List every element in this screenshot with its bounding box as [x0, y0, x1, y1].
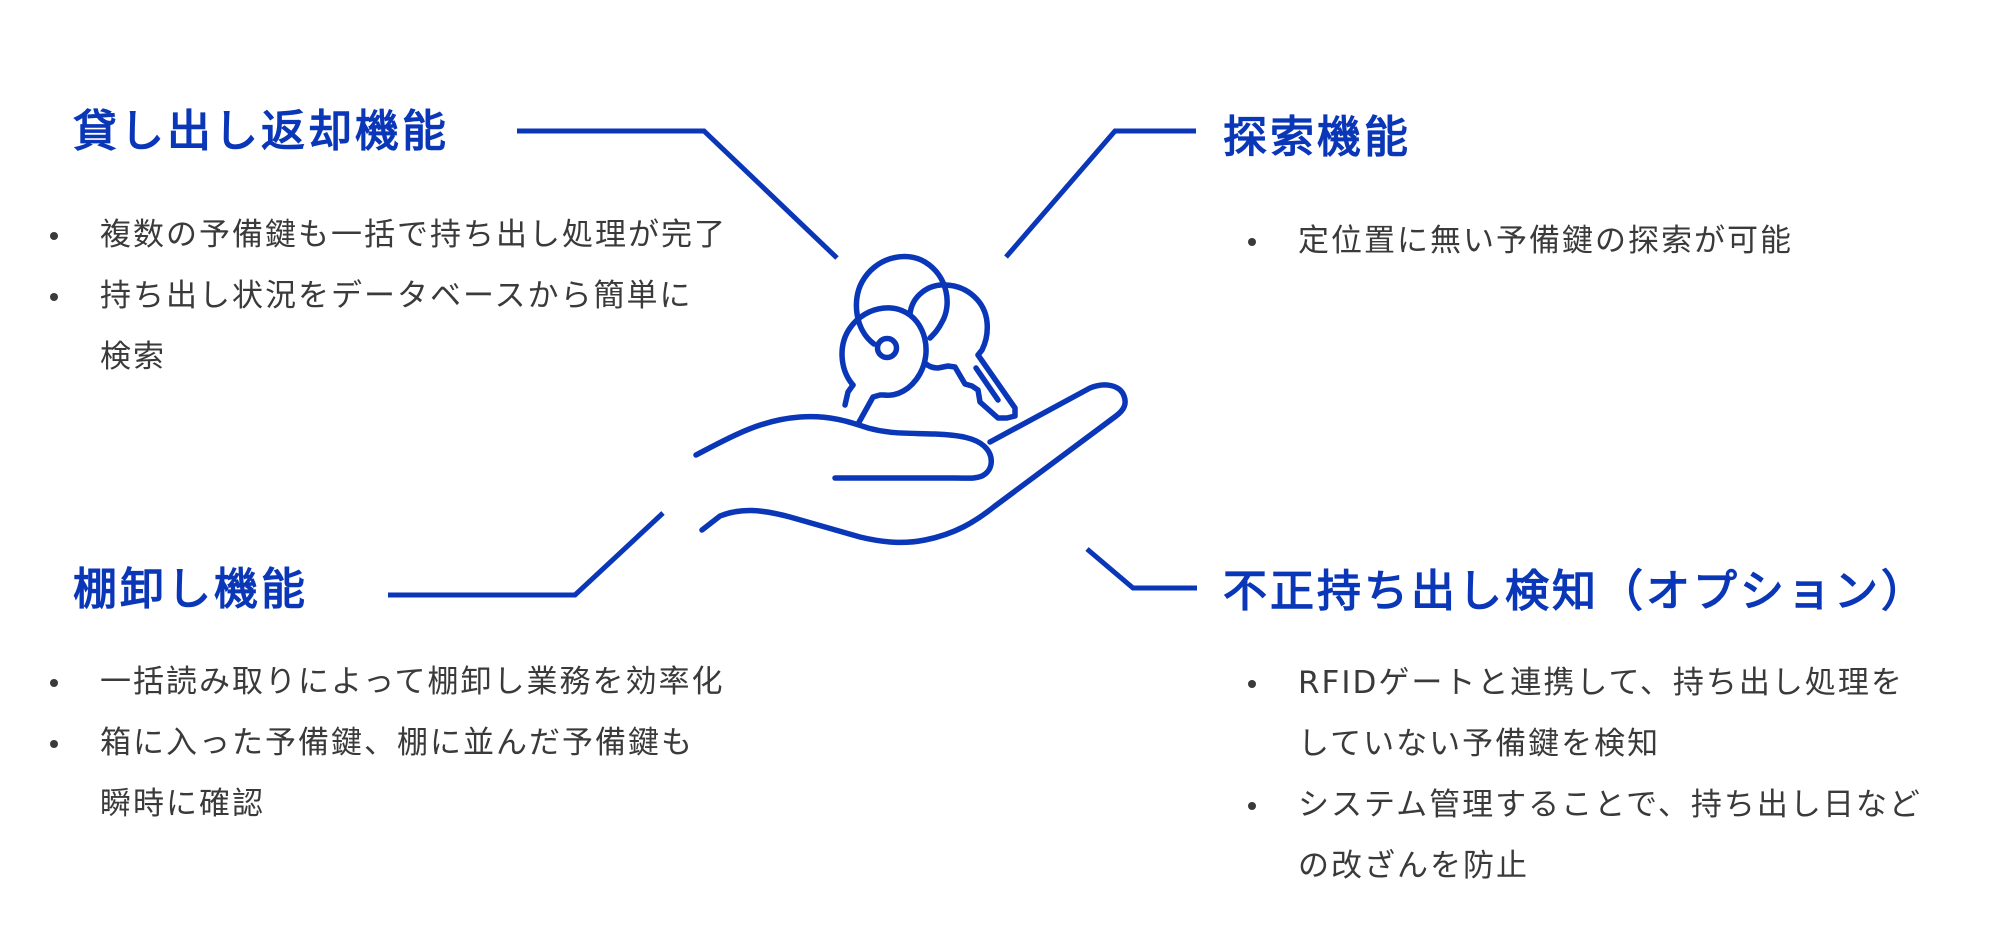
key-hole-icon — [874, 335, 900, 361]
list-item: 複数の予備鍵も一括で持ち出し処理が完了 — [50, 205, 770, 266]
list-item: システム管理することで、持ち出し日など の改ざんを防止 — [1248, 775, 1978, 897]
key-left-notch — [842, 382, 856, 408]
feature-search-list: 定位置に無い予備鍵の探索が可能 — [1248, 211, 1968, 272]
connector-line-inventory — [388, 511, 665, 598]
key-right-groove — [973, 365, 1001, 403]
list-item: 一括読み取りによって棚卸し業務を効率化 — [50, 652, 770, 713]
key-ring-icon — [853, 253, 950, 347]
bullet-icon — [50, 652, 58, 713]
hand-fingers — [693, 413, 994, 481]
bullet-icon — [50, 205, 58, 266]
bullet-icon — [1248, 775, 1256, 836]
bullet-icon — [50, 713, 58, 774]
bullet-icon — [50, 266, 58, 327]
feature-inventory-title: 棚卸し機能 — [73, 564, 308, 615]
key-right-icon — [907, 282, 1018, 421]
feature-lending-title: 貸し出し返却機能 — [73, 106, 449, 157]
bullet-icon — [1248, 211, 1256, 272]
list-item: RFIDゲートと連携して、持ち出し処理を していない予備鍵を検知 — [1248, 653, 1978, 775]
feature-search-title: 探索機能 — [1223, 112, 1411, 163]
list-item: 箱に入った予備鍵、棚に並んだ予備鍵も 瞬時に確認 — [50, 713, 770, 835]
feature-lending-list: 複数の予備鍵も一括で持ち出し処理が完了 持ち出し状況をデータベースから簡単に 検… — [50, 205, 770, 388]
list-item: 持ち出し状況をデータベースから簡単に 検索 — [50, 266, 770, 388]
bullet-icon — [1248, 653, 1256, 714]
feature-detection-list: RFIDゲートと連携して、持ち出し処理を していない予備鍵を検知 システム管理す… — [1248, 653, 1978, 897]
connector-line-search — [1004, 128, 1196, 259]
key-left-icon — [839, 305, 929, 427]
feature-detection-title: 不正持ち出し検知（オプション） — [1223, 566, 1928, 617]
feature-inventory-list: 一括読み取りによって棚卸し業務を効率化 箱に入った予備鍵、棚に並んだ予備鍵も 瞬… — [50, 652, 770, 835]
list-item: 定位置に無い予備鍵の探索が可能 — [1248, 211, 1968, 272]
hand-palm — [699, 382, 1128, 546]
connector-line-detection — [1085, 547, 1197, 591]
